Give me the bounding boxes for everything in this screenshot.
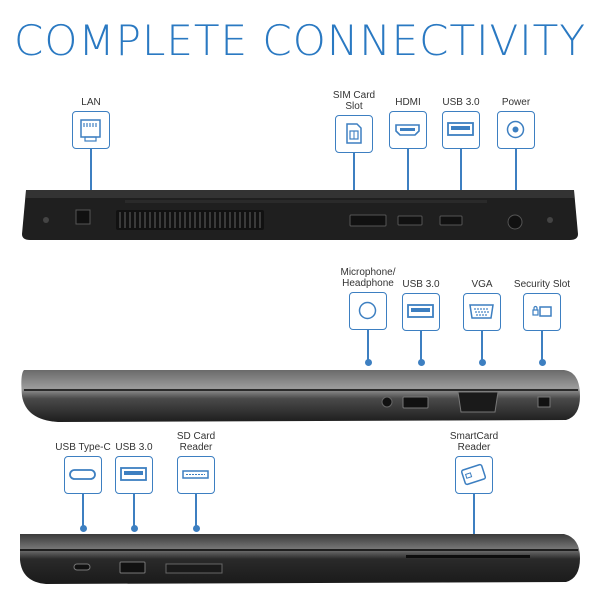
headline: COMPLETE CONNECTIVITY bbox=[14, 16, 586, 65]
usb-icon bbox=[442, 111, 480, 149]
port-label: Power bbox=[501, 97, 531, 108]
port-callout-smartcard: SmartCard Reader bbox=[404, 431, 544, 542]
sim-card-icon bbox=[335, 115, 373, 153]
port-label: HDMI bbox=[395, 97, 421, 108]
usb-port bbox=[439, 215, 463, 226]
port-label: Microphone/ Headphone bbox=[340, 267, 396, 289]
usb-port bbox=[119, 561, 146, 574]
sd-card-slot bbox=[165, 563, 223, 574]
port-callout-lan: LAN bbox=[21, 97, 161, 199]
port-callout-usb-right: USB 3.0 bbox=[351, 279, 491, 366]
port-callout-security: Security Slot bbox=[472, 279, 600, 366]
port-callout-vga: VGA bbox=[412, 279, 552, 366]
port-callout-hdmi: HDMI bbox=[338, 97, 478, 199]
port-callout-usb-back: USB 3.0 bbox=[391, 97, 531, 199]
lan-port bbox=[75, 209, 91, 225]
laptop-right-side-view bbox=[21, 370, 581, 422]
port-label: USB Type-C bbox=[55, 442, 111, 453]
laptop-back-view bbox=[22, 190, 578, 240]
port-callout-sd: SD Card Reader bbox=[126, 431, 266, 532]
port-callout-usb-left: USB 3.0 bbox=[64, 442, 204, 532]
hdmi-port bbox=[397, 215, 423, 226]
audio-jack-icon bbox=[349, 292, 387, 330]
port-callout-usb-c: USB Type-C bbox=[13, 442, 153, 532]
sd-card-icon bbox=[177, 456, 215, 494]
port-label: SD Card Reader bbox=[176, 431, 216, 453]
vga-port bbox=[457, 391, 499, 413]
power-icon bbox=[497, 111, 535, 149]
port-callout-power: Power bbox=[446, 97, 586, 199]
smartcard-icon bbox=[455, 456, 493, 494]
port-label: USB 3.0 bbox=[402, 279, 440, 290]
usb-icon bbox=[402, 293, 440, 331]
port-label: USB 3.0 bbox=[442, 97, 480, 108]
port-label: VGA bbox=[471, 279, 493, 290]
audio-jack bbox=[381, 396, 393, 408]
port-callout-sim: SIM Card Slot bbox=[284, 90, 424, 199]
usb-c-port bbox=[73, 563, 91, 571]
sim-card-slot bbox=[349, 214, 387, 227]
hdmi-icon bbox=[389, 111, 427, 149]
port-label: LAN bbox=[81, 97, 101, 108]
smartcard-slot bbox=[406, 555, 530, 558]
power-port bbox=[507, 214, 523, 230]
port-label: Security Slot bbox=[513, 279, 571, 290]
port-label: SmartCard Reader bbox=[449, 431, 499, 453]
port-label: SIM Card Slot bbox=[332, 90, 376, 112]
port-callout-audio: Microphone/ Headphone bbox=[298, 267, 438, 366]
usb-icon bbox=[115, 456, 153, 494]
laptop-left-side-view bbox=[20, 534, 580, 584]
port-label: USB 3.0 bbox=[115, 442, 153, 453]
usb-c-icon bbox=[64, 456, 102, 494]
usb-port bbox=[402, 396, 429, 409]
lock-slot-icon bbox=[523, 293, 561, 331]
vga-icon bbox=[463, 293, 501, 331]
lan-icon bbox=[72, 111, 110, 149]
security-slot bbox=[537, 396, 551, 408]
